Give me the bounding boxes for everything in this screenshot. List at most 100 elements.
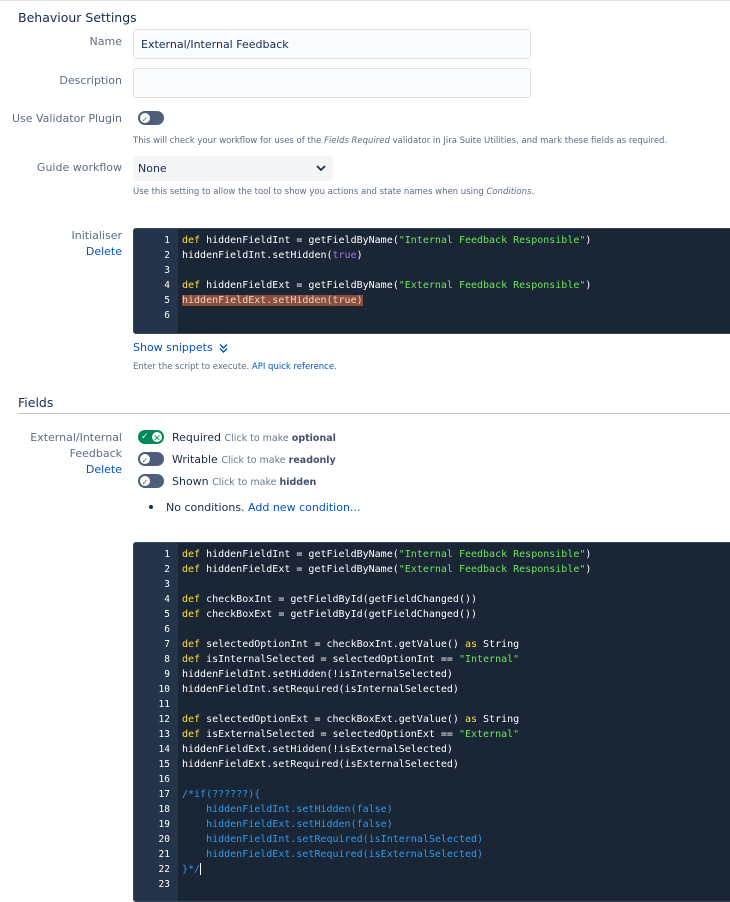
required-toggle[interactable]: ✓ ✕ [138, 430, 164, 444]
line-number: 1 [164, 235, 170, 246]
shown-toggle[interactable]: ✓ [138, 474, 164, 488]
line-number: 15 [158, 759, 170, 770]
shown-hint[interactable]: Click to make hidden [212, 477, 316, 488]
check-icon: ✓ [141, 478, 149, 487]
name-label: Name [89, 35, 122, 48]
top-border [0, 0, 730, 1]
required-hint[interactable]: Click to make optional [224, 433, 335, 444]
api-quick-reference-link[interactable]: API quick reference [251, 362, 335, 372]
code-token: checkBoxExt = getFieldById(getFieldChang… [200, 609, 478, 620]
line-number: 17 [158, 789, 170, 800]
code-token: def [182, 714, 201, 725]
code-token: def [182, 280, 201, 291]
initialiser-help: Enter the script to execute. API quick r… [133, 362, 337, 372]
code-token: hiddenFieldInt.setRequired(isInternalSel… [182, 684, 459, 695]
initialiser-label: Initialiser [71, 229, 122, 242]
code-token: ) [585, 280, 592, 291]
code-token: def [182, 235, 201, 246]
writable-hint-text: Click to make [221, 455, 289, 466]
code-text: def selectedOptionExt = checkBoxExt.getV… [182, 712, 519, 727]
code-token: selectedOptionExt = checkBoxExt.getValue… [200, 714, 465, 725]
code-text: hiddenFieldExt.setRequired(isExternalSel… [182, 847, 483, 862]
code-token: /*if(??????){ [182, 789, 261, 800]
check-icon: ✓ [141, 432, 149, 442]
code-token: "Internal Feedback Responsible" [398, 549, 586, 560]
code-token: isExternalSelected = selectedOptionExt =… [200, 729, 459, 740]
field-name-label-line1: External/Internal [30, 431, 122, 444]
code-token: hiddenFieldExt.setHidden( [182, 295, 333, 306]
double-chevron-down-icon [219, 343, 228, 353]
line-gutter [134, 543, 178, 901]
code-text: hiddenFieldExt.setRequired(isExternalSel… [182, 757, 459, 772]
code-token: "Internal" [458, 654, 520, 665]
code-text: hiddenFieldInt.setHidden(false) [182, 802, 393, 817]
code-token: hiddenFieldInt = getFieldByName( [200, 549, 399, 560]
code-text: hiddenFieldInt.setRequired(isInternalSel… [182, 682, 459, 697]
code-text: hiddenFieldInt.setHidden(true) [182, 248, 363, 263]
code-token: "External" [458, 729, 520, 740]
line-number: 11 [158, 699, 170, 710]
cross-icon: ✕ [153, 434, 161, 444]
code-token: hiddenFieldExt = getFieldByName( [200, 280, 399, 291]
code-token: }*/ [182, 864, 201, 875]
code-token: hiddenFieldExt.setHidden(false) [182, 819, 393, 830]
code-text: def isExternalSelected = selectedOptionE… [182, 727, 519, 742]
code-token: String [477, 639, 520, 650]
code-text: hiddenFieldExt.setHidden(!isExternalSele… [182, 742, 453, 757]
code-token: hiddenFieldInt.setHidden(false) [182, 804, 393, 815]
code-token: ) [585, 564, 592, 575]
description-label: Description [59, 74, 122, 87]
code-token: def [182, 609, 201, 620]
code-token: hiddenFieldExt = getFieldByName( [200, 564, 399, 575]
line-number: 10 [158, 684, 170, 695]
line-number: 21 [158, 849, 170, 860]
validator-toggle[interactable]: ✓ [138, 111, 164, 125]
writable-hint-action: readonly [288, 455, 336, 466]
initialiser-help-text: Enter the script to execute. [133, 362, 252, 372]
field-delete-link[interactable]: Delete [85, 463, 122, 476]
code-token: hiddenFieldExt.setRequired(isExternalSel… [182, 759, 459, 770]
line-number: 8 [164, 654, 170, 665]
writable-hint[interactable]: Click to make readonly [221, 455, 335, 466]
code-token: ) [356, 295, 363, 306]
code-token: isInternalSelected = selectedOptionInt =… [200, 654, 459, 665]
name-input[interactable]: External/Internal Feedback [133, 29, 531, 59]
add-condition-link[interactable]: Add new condition... [248, 501, 361, 514]
description-input[interactable] [133, 68, 531, 98]
code-token: hiddenFieldExt.setRequired(isExternalSel… [182, 849, 484, 860]
guide-workflow-label: Guide workflow [36, 161, 122, 174]
validator-help: This will check your workflow for uses o… [133, 136, 667, 146]
line-number: 16 [158, 774, 170, 785]
code-token: hiddenFieldInt.setRequired(isInternalSel… [182, 834, 484, 845]
writable-toggle[interactable]: ✓ [138, 452, 164, 466]
line-number: 13 [158, 729, 170, 740]
code-token: selectedOptionInt = checkBoxInt.getValue… [200, 639, 465, 650]
code-text: def isInternalSelected = selectedOptionI… [182, 652, 519, 667]
code-token: hiddenFieldInt = getFieldByName( [200, 235, 399, 246]
code-token: ) [356, 250, 363, 261]
line-number: 3 [164, 265, 170, 276]
line-number: 9 [164, 669, 170, 680]
field-name-label-line2: Feedback [69, 447, 122, 460]
code-text: def selectedOptionInt = checkBoxInt.getV… [182, 637, 519, 652]
guide-workflow-select[interactable]: None [133, 156, 333, 181]
line-number: 1 [164, 549, 170, 560]
code-token: def [182, 564, 201, 575]
code-token: def [182, 729, 201, 740]
line-number: 3 [164, 579, 170, 590]
guide-help-emphasis: Conditions [486, 187, 532, 197]
line-number: 19 [158, 819, 170, 830]
initialiser-code-editor[interactable]: 1 def hiddenFieldInt = getFieldByName("In… [133, 228, 730, 334]
writable-label: Writable [172, 453, 218, 466]
initialiser-delete-link[interactable]: Delete [85, 245, 122, 258]
chevron-down-icon [316, 165, 326, 172]
show-snippets-link[interactable]: Show snippets [133, 341, 228, 354]
guide-workflow-value: None [138, 162, 167, 175]
required-hint-text: Click to make [224, 433, 292, 444]
line-number: 6 [164, 624, 170, 635]
code-text: def hiddenFieldInt = getFieldByName("Int… [182, 233, 591, 248]
text-cursor [200, 863, 202, 875]
line-number: 5 [164, 609, 170, 620]
code-token: hiddenFieldExt.setHidden(!isExternalSele… [182, 744, 453, 755]
